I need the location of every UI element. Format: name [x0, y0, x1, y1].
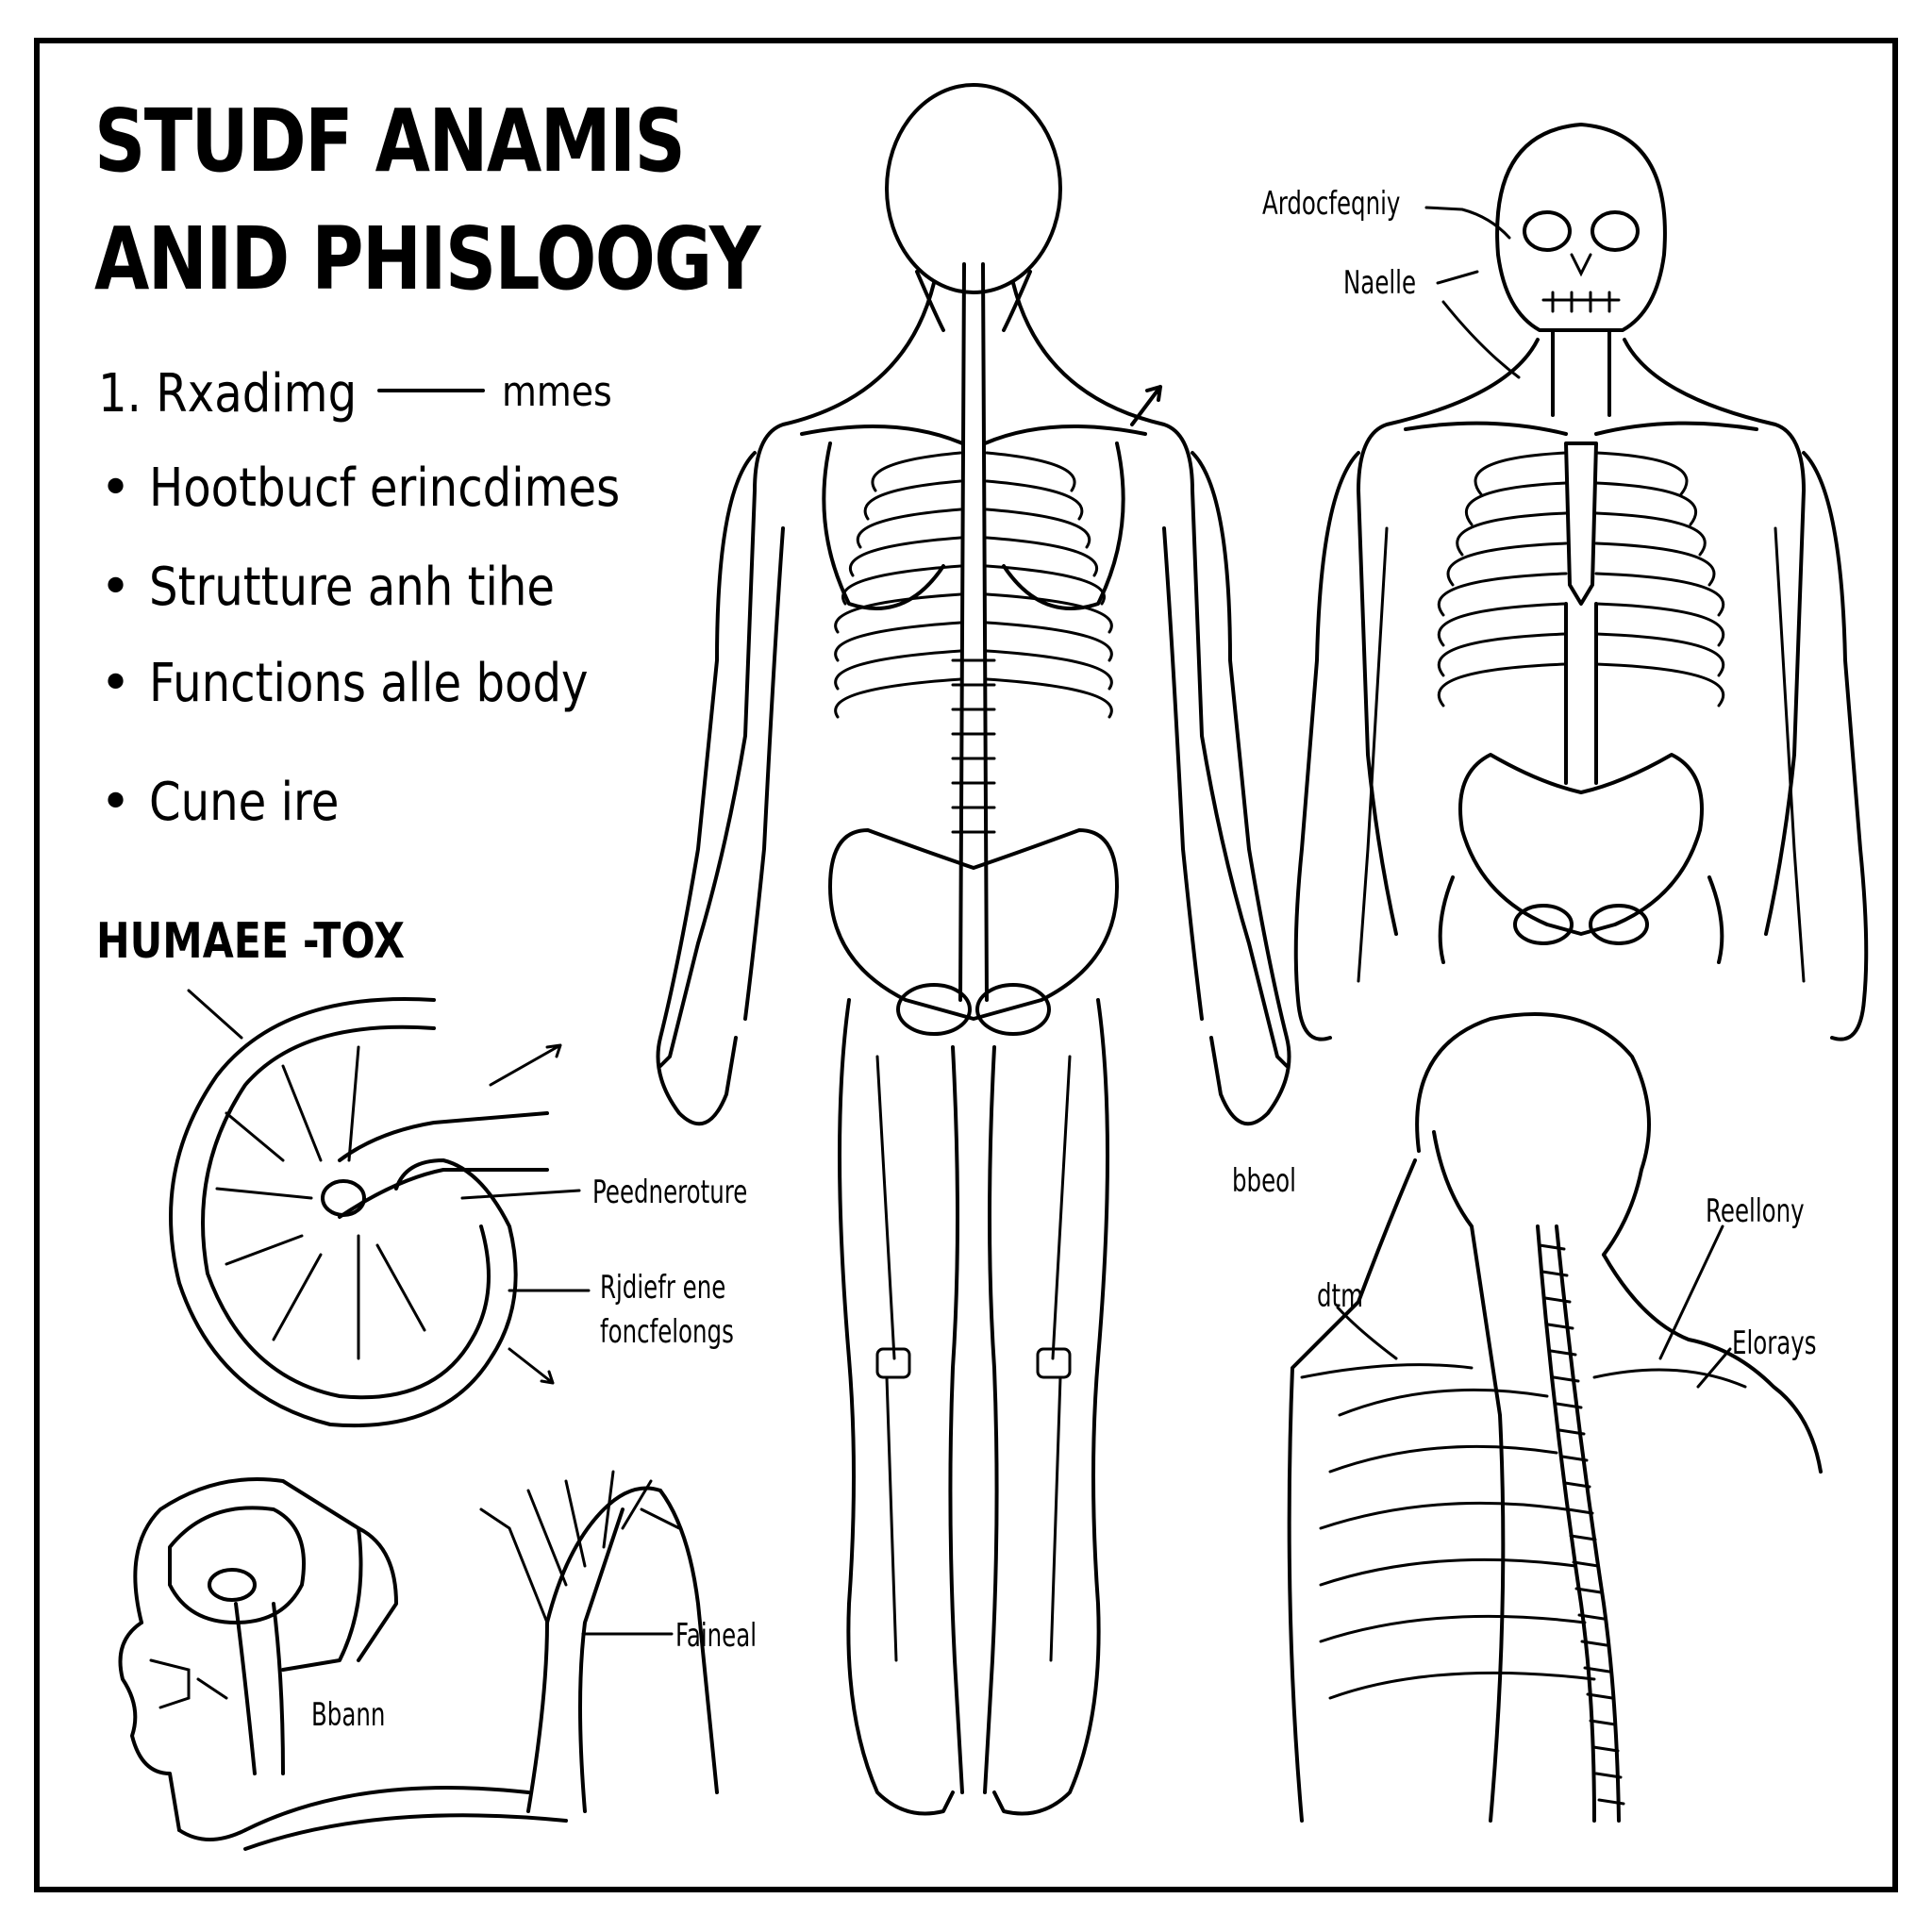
side-label-right-top-leader — [1658, 1224, 1724, 1360]
bullet-dot: • — [100, 772, 132, 833]
list-bullet-item: Functions alle body — [149, 653, 589, 714]
list-bullet-item: Hootbucf erincdimes — [149, 458, 621, 519]
arrow-icon — [1130, 385, 1162, 426]
front-label-second-leader — [1436, 270, 1521, 379]
posterior-skeleton-figure — [656, 83, 1291, 1816]
bullet-dot: • — [100, 653, 132, 714]
side-nervous-system-illustration — [1287, 1012, 1823, 1823]
head-nerve-label: Faineal — [675, 1617, 758, 1655]
organ-label-bottom-1: Rjdiefr ene — [600, 1269, 726, 1307]
title-line-2: ANID PHISLOOGY — [94, 208, 761, 309]
anterior-skeleton-figure — [1293, 123, 1869, 1041]
front-label-second: Naelle — [1343, 264, 1417, 302]
side-label-right-bottom: Elorays — [1732, 1324, 1817, 1362]
front-label-top: Ardocfeqniy — [1262, 185, 1401, 223]
poster-frame — [34, 38, 1898, 1892]
bullet-dot: • — [100, 557, 132, 618]
list-numbered-trailing: mmes — [502, 368, 612, 416]
front-label-top-leader — [1424, 206, 1511, 240]
bullet-dot: • — [100, 458, 132, 519]
side-label-left-leader — [1336, 1306, 1398, 1360]
title-line-1: STUDF ANAMIS — [94, 91, 686, 192]
organ-label-bottom-2: foncfelongs — [600, 1313, 734, 1351]
list-numbered-item: 1. Rxadimg — [98, 363, 358, 425]
list-bullet-item: Cune ire — [149, 772, 340, 833]
organ-label-top: Peedneroture — [592, 1174, 748, 1211]
head-brain-illustration — [118, 1470, 719, 1851]
organ-cross-section — [169, 989, 591, 1428]
list-bullet-item: Strutture anh tihe — [149, 557, 556, 618]
head-brain-label: Bbann — [311, 1696, 386, 1734]
subheading: HUMAEE -TOX — [96, 913, 405, 970]
bbeol-label: bbeol — [1232, 1162, 1296, 1200]
side-label-right-top: Reellony — [1706, 1192, 1805, 1230]
side-label-right-bottom-leader — [1696, 1347, 1732, 1389]
